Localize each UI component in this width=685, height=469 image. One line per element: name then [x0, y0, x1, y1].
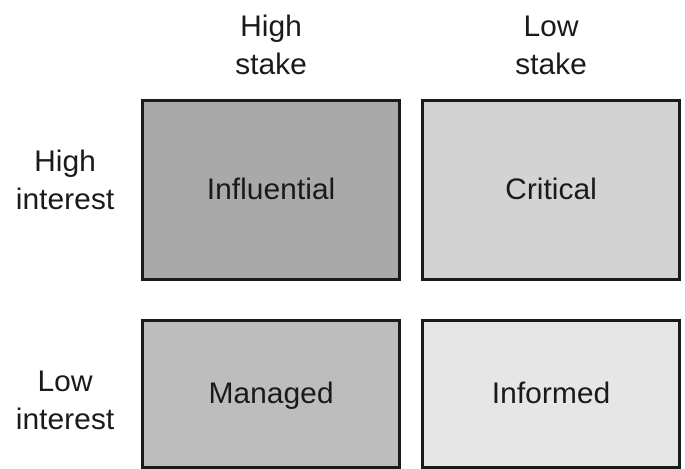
row-header-low-interest: Low interest [0, 363, 130, 439]
quadrant-informed: Informed [421, 319, 681, 469]
quadrant-label: Critical [505, 173, 597, 206]
quadrant-label: Influential [206, 173, 336, 206]
row-header-line: interest [15, 403, 115, 436]
quadrant-label: Informed [491, 377, 611, 410]
column-header-low-stake: Low stake [421, 8, 681, 84]
column-header-line: High [240, 10, 302, 43]
row-header-line: interest [15, 183, 115, 216]
column-header-line: Low [523, 10, 579, 43]
row-header-line: Low [37, 365, 93, 398]
quadrant-label: Managed [208, 377, 334, 410]
column-header-line: stake [515, 48, 587, 81]
quadrant-managed: Managed [141, 319, 401, 469]
quadrant-influential: Influential [141, 99, 401, 281]
column-header-high-stake: High stake [141, 8, 401, 84]
row-header-high-interest: High interest [0, 143, 130, 219]
column-header-line: stake [235, 48, 307, 81]
row-header-line: High [34, 145, 96, 178]
quadrant-critical: Critical [421, 99, 681, 281]
